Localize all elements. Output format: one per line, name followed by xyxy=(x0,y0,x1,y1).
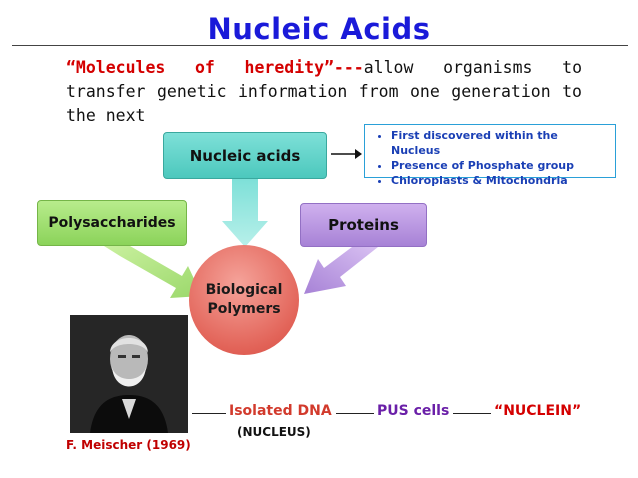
polysaccharides-box: Polysaccharides xyxy=(37,200,187,246)
arrow-nucleic-to-polymers xyxy=(222,179,268,247)
circle-label-line1: Biological xyxy=(205,282,283,298)
definition-text: “Molecules of heredity”---allow organism… xyxy=(66,56,582,128)
nucleus-note: (NUCLEUS) xyxy=(237,425,311,439)
biological-polymers-circle: Biological Polymers xyxy=(189,245,299,355)
nucleic-acids-box: Nucleic acids xyxy=(163,132,327,179)
portrait-illustration xyxy=(70,315,188,433)
title-divider xyxy=(12,45,628,46)
proteins-box: Proteins xyxy=(300,203,427,247)
definition-body: allow organisms to transfer genetic info… xyxy=(66,58,582,125)
arrow-proteins-to-polymers xyxy=(304,247,378,294)
definition-highlight: “Molecules of heredity”--- xyxy=(66,58,364,77)
fact-item: First discovered within the Nucleus xyxy=(391,128,609,158)
fact-item: Chloroplasts & Mitochondria xyxy=(391,173,609,188)
circle-label-line2: Polymers xyxy=(207,301,281,317)
connector-line xyxy=(336,413,374,414)
isolated-dna-label: Isolated DNA xyxy=(229,403,332,419)
arrow-poly-to-polymers xyxy=(104,246,202,298)
connector-line xyxy=(453,413,491,414)
portrait-image xyxy=(70,315,188,433)
slide-title: Nucleic Acids xyxy=(207,12,431,46)
pus-cells-label: PUS cells xyxy=(377,403,450,419)
portrait-caption: F. Meischer (1969) xyxy=(66,438,191,452)
facts-box: First discovered within the Nucleus Pres… xyxy=(364,124,616,187)
nuclein-label: “NUCLEIN” xyxy=(494,403,582,419)
connector-line xyxy=(192,413,226,414)
arrow-to-facts-head xyxy=(355,149,362,159)
fact-item: Presence of Phosphate group xyxy=(391,158,609,173)
